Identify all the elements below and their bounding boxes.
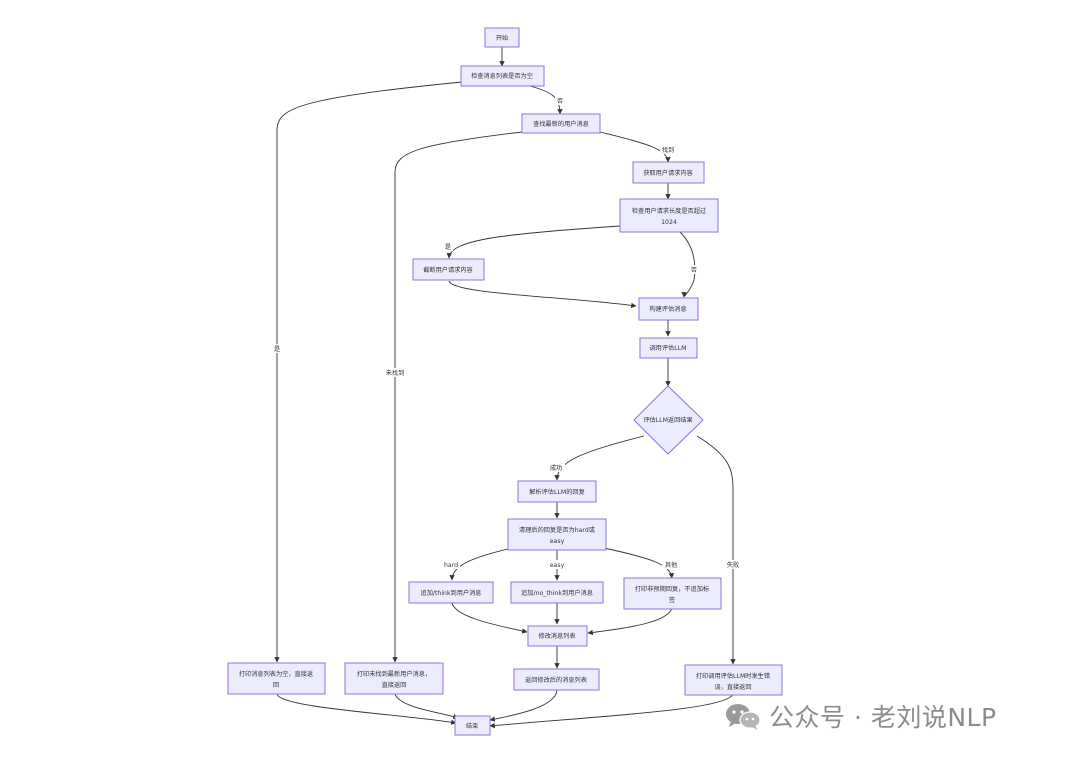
node-call-llm[interactable]: 调用评估LLM — [639, 337, 698, 359]
node-return-modified[interactable]: 返回修改后的消息列表 — [513, 668, 600, 691]
node-check-empty[interactable]: 检查消息列表是否为空 — [460, 65, 545, 87]
edge-return-end — [489, 689, 558, 722]
edge-printerror-end — [489, 693, 734, 729]
node-label: 解析评估LLM的回复 — [529, 488, 585, 496]
edge-label-text: hard — [444, 562, 458, 569]
edge-label-other: 其他 — [662, 560, 680, 569]
node-label: 构建评估消息 — [649, 305, 686, 313]
edge-label-text: 是 — [274, 346, 280, 353]
node-label-line2: easy — [550, 538, 565, 545]
node-label: 开始 — [496, 34, 508, 42]
edge-checkreply-think — [449, 547, 513, 581]
node-get-request[interactable]: 获取用户请求内容 — [632, 161, 705, 184]
node-label: 结束 — [466, 722, 478, 730]
node-build-eval[interactable]: 构建评估消息 — [638, 297, 699, 321]
node-truncate[interactable]: 截断用户请求内容 — [412, 258, 485, 281]
node-print-not-found[interactable]: 打印未找到最新用户消息， 直接返回 — [344, 662, 444, 695]
node-label-line1: 打印非预期回复，不追加标 — [635, 585, 709, 593]
edge-truncate-build — [448, 280, 637, 309]
edge-labels: 否 是 找到 未找到 是 否 成功 失败 hard easy 其他 — [272, 96, 742, 569]
edge-label-text: 否 — [557, 98, 563, 105]
edge-unexpected-modify — [587, 607, 673, 636]
edge-eval-parse — [554, 435, 645, 481]
edge-check-find — [529, 85, 563, 115]
edge-find-print-notfound — [392, 131, 523, 663]
node-eval-result[interactable]: 评估LLM返回结果 — [633, 385, 704, 455]
node-label: 获取用户请求内容 — [643, 169, 693, 177]
edge-label-text: 成功 — [550, 464, 562, 472]
node-label-line2: 误，直接返回 — [714, 683, 751, 691]
edge-find-get — [599, 131, 671, 163]
edge-label-text: 是 — [445, 244, 451, 251]
edge-label-easy: easy — [548, 560, 566, 569]
node-label: 截断用户请求内容 — [423, 266, 473, 274]
edge-printempty-end — [276, 693, 457, 725]
node-label: 查找最新的用户消息 — [533, 120, 589, 128]
edge-label-found: 找到 — [660, 145, 676, 154]
edge-printnotfound-end — [394, 693, 459, 720]
edge-eval-print-error — [696, 435, 736, 665]
node-parse-reply[interactable]: 解析评估LLM的回复 — [517, 480, 597, 503]
edge-label-no-1: 否 — [555, 96, 565, 105]
node-label: 返回修改后的消息列表 — [525, 676, 587, 684]
wechat-icon — [726, 704, 761, 730]
node-add-no-think[interactable]: 追加/no_think到用户消息 — [510, 581, 604, 604]
node-label-line2: 直接返回 — [382, 681, 407, 689]
node-add-think[interactable]: 追加/think到用户消息 — [408, 581, 494, 604]
node-print-error[interactable]: 打印调用评估LLM时发生错 误，直接返回 — [684, 664, 783, 696]
watermark: 公众号 · 老刘说NLP — [723, 700, 997, 732]
edge-label-text: 失败 — [727, 561, 739, 569]
node-label-line2: 回 — [273, 682, 279, 689]
node-label-line1: 打印调用评估LLM时发生错 — [696, 672, 770, 680]
node-label: 追加/think到用户消息 — [421, 589, 482, 597]
node-label-line2: 1024 — [661, 219, 677, 226]
edge-label-yes-1: 是 — [272, 344, 282, 353]
watermark-text: 公众号 · 老刘说NLP — [769, 703, 997, 732]
edge-label-fail: 失败 — [724, 560, 742, 569]
node-label: 调用评估LLM — [650, 344, 687, 352]
edge-check-print-empty — [274, 81, 463, 663]
node-print-empty[interactable]: 打印消息列表为空，直接返 回 — [227, 662, 326, 695]
edge-label-text: 未找到 — [386, 369, 405, 377]
node-start[interactable]: 开始 — [484, 27, 520, 48]
edge-label-text: 否 — [691, 267, 697, 274]
node-find-user[interactable]: 查找最新的用户消息 — [521, 113, 601, 134]
edge-label-text: 其他 — [665, 561, 677, 569]
node-label-line1: 检查用户请求长度是否超过 — [632, 207, 706, 215]
node-label-line1: 打印消息列表为空，直接返 — [239, 670, 313, 678]
node-label-line1: 打印未找到最新用户消息， — [357, 670, 431, 678]
edge-label-text: easy — [550, 562, 565, 569]
edge-label-success: 成功 — [547, 463, 565, 472]
edge-label-not-found: 未找到 — [384, 368, 406, 377]
node-label: 追加/no_think到用户消息 — [521, 589, 593, 597]
edges — [274, 47, 736, 729]
node-end[interactable]: 结束 — [454, 715, 491, 736]
edge-label-yes-2: 是 — [443, 242, 453, 251]
node-label: 评估LLM返回结果 — [643, 416, 692, 424]
node-label: 检查消息列表是否为空 — [471, 72, 533, 80]
edge-checkreply-unexpected — [603, 547, 674, 579]
node-modify-list[interactable]: 修改消息列表 — [527, 625, 588, 647]
node-label-line2: 签 — [669, 596, 675, 604]
node-check-length[interactable]: 检查用户请求长度是否超过 1024 — [619, 198, 719, 233]
node-label: 修改消息列表 — [538, 632, 575, 640]
edge-label-no-2: 否 — [689, 265, 699, 274]
node-print-unexpected[interactable]: 打印非预期回复，不追加标 签 — [623, 577, 722, 610]
edge-checklen-build — [679, 231, 696, 298]
edge-checklen-truncate — [446, 225, 621, 259]
edge-think-modify — [451, 602, 528, 634]
edge-label-hard: hard — [442, 560, 460, 569]
node-label-line1: 清理后的回复是否为hard或 — [519, 526, 595, 534]
edge-label-text: 找到 — [662, 146, 674, 154]
node-check-reply[interactable]: 清理后的回复是否为hard或 easy — [507, 518, 607, 551]
